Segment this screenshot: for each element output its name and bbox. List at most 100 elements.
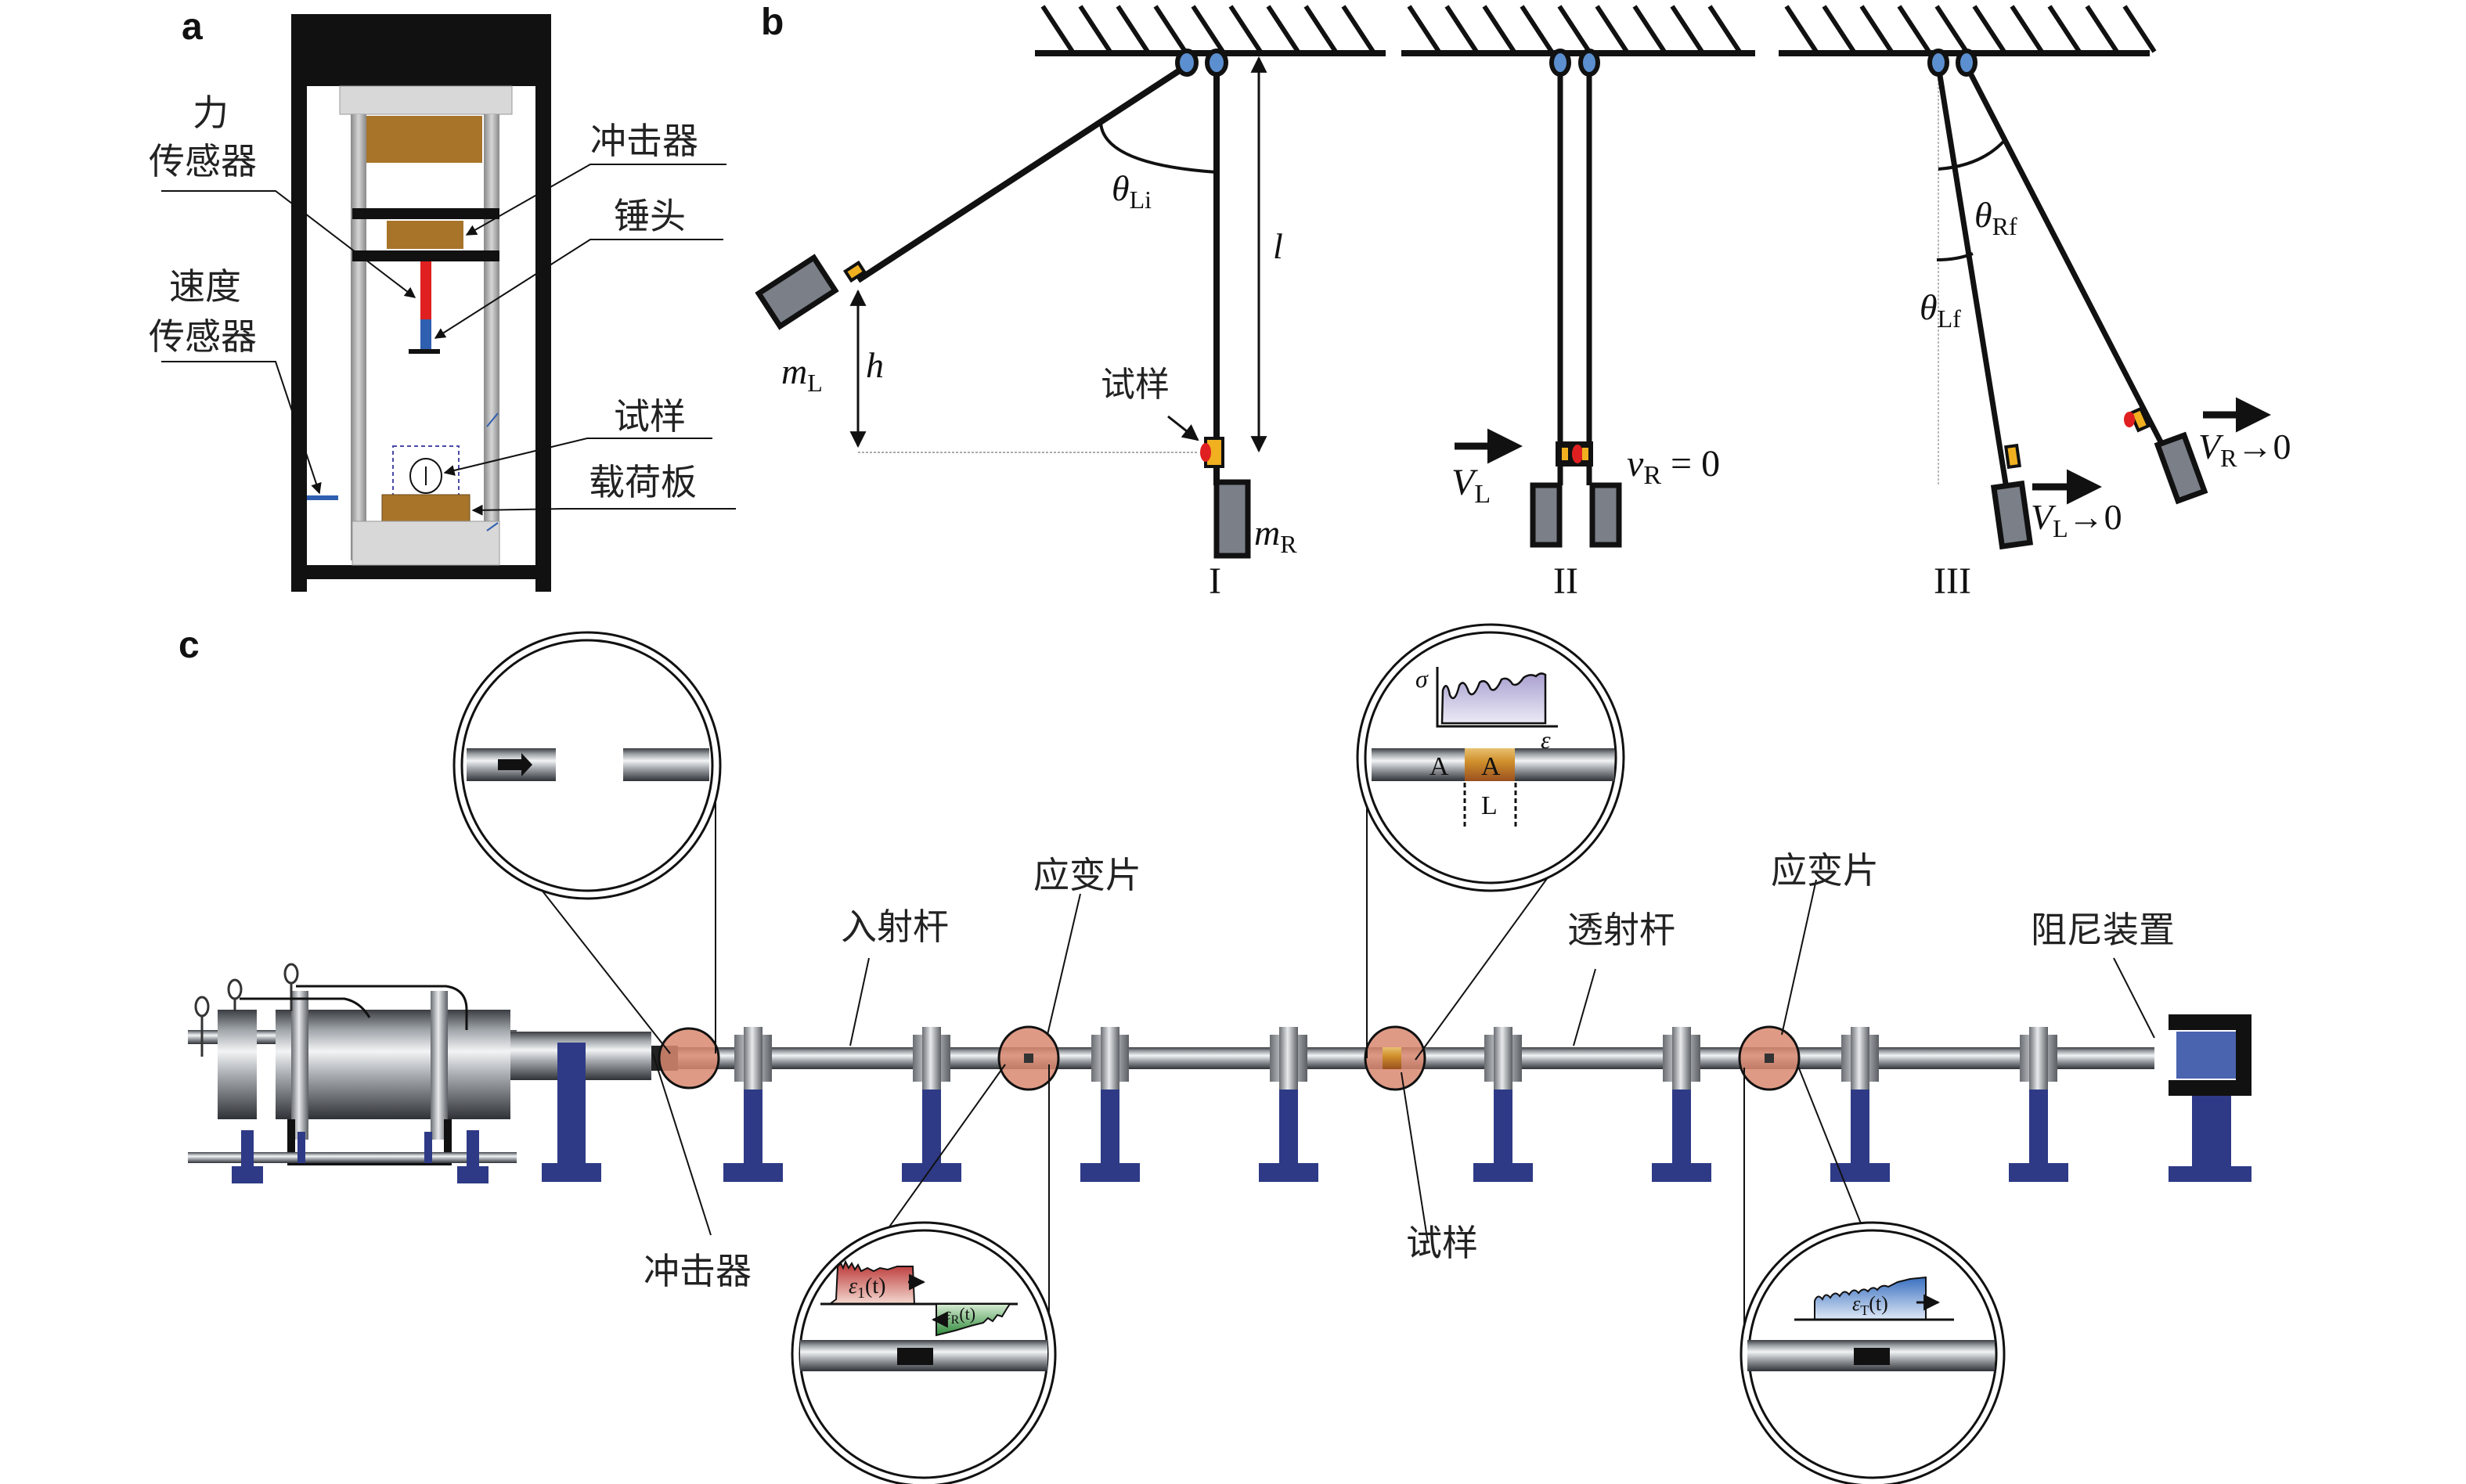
mass-right-iii xyxy=(2154,431,2208,505)
specimen-red-ii xyxy=(1572,445,1583,463)
callout-transmission-bar: 透射杆 xyxy=(1567,909,1675,951)
pendulum-right-arm-iii xyxy=(1963,64,2170,456)
bar-support xyxy=(1652,1027,1711,1182)
symbol-theta-rf: θRf xyxy=(1974,195,2017,240)
ceiling-3 xyxy=(1779,5,2157,56)
panel-b-label: b xyxy=(761,2,784,43)
bar-supports xyxy=(542,1027,2068,1182)
stress-strain-curve xyxy=(1440,672,1547,725)
leader-force-sensor xyxy=(161,190,416,298)
inset-impactor xyxy=(452,631,722,900)
panel-a: a 力 传感器 xyxy=(149,6,736,592)
stage-label-iii: III xyxy=(1934,560,1971,602)
pivot-icon xyxy=(1927,49,1949,77)
label-reflected-wave: εR(t) xyxy=(944,1304,975,1327)
angle-arc-theta-rf xyxy=(1938,139,2006,171)
label-specimen-b: 试样 xyxy=(1101,365,1170,405)
guide-column-left xyxy=(351,114,366,560)
ceiling-1 xyxy=(1035,5,1386,56)
label-transmitted-wave: εT(t) xyxy=(1852,1292,1888,1318)
length-label-l: L xyxy=(1481,791,1498,820)
callout-hammer-head: 锤头 xyxy=(614,195,686,237)
callout-impactor-c: 冲击器 xyxy=(644,1250,752,1292)
crossbar-lower xyxy=(352,250,499,261)
specimen-pointer-b xyxy=(1167,415,1199,441)
highlight-impactor xyxy=(658,1027,720,1090)
force-sensor-rod xyxy=(420,261,431,319)
mass-right-ii xyxy=(1589,482,1622,548)
specimen-red-iii xyxy=(2124,412,2135,427)
velocity-sensor xyxy=(307,495,338,500)
specimen-red-i xyxy=(1200,443,1211,462)
bar-support xyxy=(723,1027,783,1182)
stage-label-i: I xyxy=(1209,560,1221,602)
symbol-theta-li: θLi xyxy=(1112,168,1152,214)
callout-strain-gauge-1: 应变片 xyxy=(1033,854,1141,896)
arrow-right-icon xyxy=(498,753,532,776)
ceiling-2 xyxy=(1401,5,1755,56)
panel-b: b 试样 θLi l xyxy=(755,2,2291,602)
symbol-m-r: mR xyxy=(1254,513,1297,558)
pivot-icon xyxy=(1205,49,1228,77)
mass-left-i xyxy=(755,254,839,330)
callout-incident-bar: 入射杆 xyxy=(841,906,949,948)
leader-impactor xyxy=(465,164,726,236)
pivot-icon xyxy=(1956,49,1977,77)
callout-force-sensor-line2: 传感器 xyxy=(149,140,257,182)
symbol-v-l-to-zero: VL→0 xyxy=(2031,497,2122,542)
callout-specimen-c: 试样 xyxy=(1406,1222,1478,1264)
axis-label-epsilon: ε xyxy=(1541,726,1551,754)
sensor-left-iii xyxy=(2003,443,2022,470)
impactor-block xyxy=(387,221,463,249)
stage-iii: θRf θLf VL→0 VR→0 III xyxy=(1920,49,2291,602)
strain-gauge-patch xyxy=(1854,1348,1890,1365)
hammer-head-plate xyxy=(409,349,440,354)
transmitted-wave xyxy=(1814,1276,1927,1320)
panel-c-label: c xyxy=(178,625,200,666)
panel-c: c xyxy=(178,623,2251,1484)
pendulum-left-arm-i xyxy=(856,63,1189,283)
label-incident-wave: ε1(t) xyxy=(849,1274,885,1302)
panel-a-label: a xyxy=(182,6,203,48)
bar-support xyxy=(542,1043,601,1182)
ceilings xyxy=(1035,5,2157,56)
callout-specimen-a: 试样 xyxy=(614,395,686,438)
base-block xyxy=(352,520,500,566)
stress-strain-axes xyxy=(1436,667,1558,728)
inset-transmitted: εT(t) xyxy=(1740,1221,2006,1484)
upper-weight-block xyxy=(366,116,482,163)
callout-force-sensor-line1: 力 xyxy=(193,92,229,134)
pendulum-left-arm-iii xyxy=(1935,65,2017,533)
symbol-l: l xyxy=(1273,226,1283,266)
stage-ii: VL vR = 0 II xyxy=(1451,49,1720,602)
pressure-gauge-icon xyxy=(194,996,210,1057)
stage-label-ii: II xyxy=(1553,560,1578,602)
mass-right-i xyxy=(1213,479,1251,559)
symbol-m-l: mL xyxy=(781,351,823,397)
load-plate xyxy=(381,494,470,522)
specimen-region-box xyxy=(392,445,460,530)
crossbar-upper xyxy=(352,208,499,219)
angle-arc-theta-li xyxy=(1099,122,1217,174)
hammer-head-rod xyxy=(420,319,431,349)
callout-velocity-sensor-line2: 传感器 xyxy=(149,315,257,358)
pressure-gauge-icon xyxy=(283,963,299,1011)
leader-load-plate xyxy=(471,504,736,516)
leader-specimen-a xyxy=(443,438,712,476)
pivot-icon xyxy=(1549,49,1571,77)
inset-incident-reflected: ε1(t) εR(t) xyxy=(791,1221,1057,1484)
symbol-h: h xyxy=(866,345,884,385)
angle-arc-theta-lf xyxy=(1936,252,1974,261)
callout-strain-gauge-2: 应变片 xyxy=(1771,849,1879,891)
damper xyxy=(2169,1014,2251,1182)
symbol-v-r-to-zero: VR→0 xyxy=(2198,427,2291,472)
mass-left-ii xyxy=(1530,482,1563,548)
stage-i: 试样 θLi l h mL mR I xyxy=(755,49,1297,602)
bar-support xyxy=(1830,1027,1890,1182)
guide-column-right xyxy=(484,114,499,560)
pivot-icon xyxy=(1175,49,1199,77)
callout-impactor: 冲击器 xyxy=(590,120,698,162)
strain-gauge-patch xyxy=(897,1348,933,1365)
top-crosshead xyxy=(339,85,513,115)
